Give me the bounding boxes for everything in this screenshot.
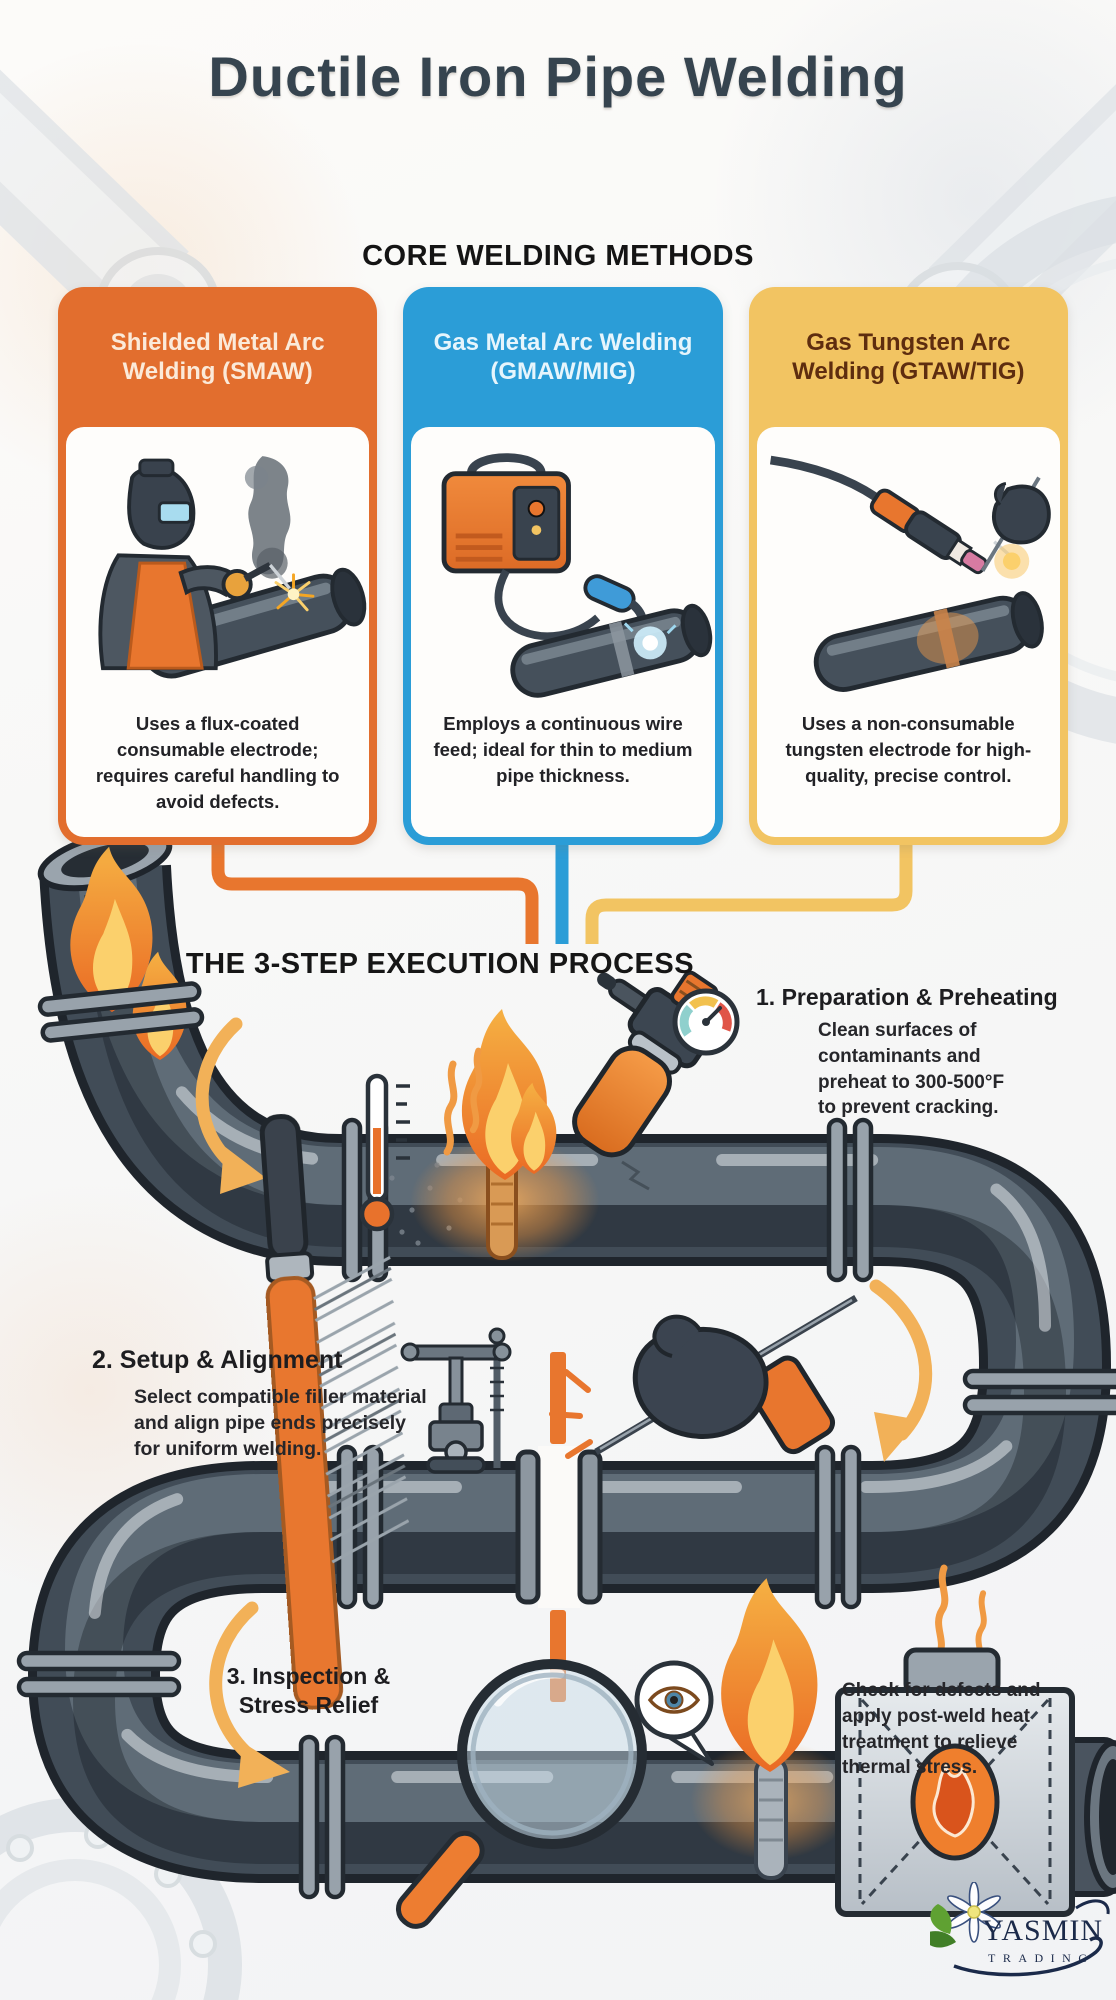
process-heading: THE 3-STEP EXECUTION PROCESS [185, 948, 695, 980]
heat-blanket-icon [835, 1647, 1075, 1917]
pipe-icon [510, 603, 713, 698]
machine-handle [467, 453, 546, 475]
tig-torch-icon [903, 510, 988, 575]
tig-torch-illustration [769, 455, 1051, 692]
card-gmaw-description: Employs a continuous wire feed; ideal fo… [433, 713, 693, 786]
gauge-icon [672, 988, 740, 1056]
heat-squiggle-icon [447, 1064, 454, 1152]
swoosh-hook [1075, 1899, 1110, 1915]
smaw-welder-illustration [98, 456, 367, 679]
cable-icon [769, 455, 878, 501]
pipe-gap [515, 1352, 603, 1702]
step3-label: 3. Inspection & Stress Relief [226, 1663, 391, 1719]
step2-description: Select compatible filler material and al… [134, 1386, 427, 1461]
curved-arrow-icon [869, 1279, 933, 1462]
heat-squiggle-icon [473, 1051, 479, 1130]
welder-apron [126, 561, 204, 670]
pipe-icon [813, 591, 1044, 692]
mig-setup-illustration [441, 453, 713, 698]
flame-icon [721, 1578, 818, 1772]
spark-ticks-icon [549, 1369, 593, 1459]
weld-seam-step1 [410, 1009, 600, 1262]
flame-icon [932, 1762, 975, 1838]
flower-icon [930, 1882, 1001, 1948]
step2-label: 2. Setup & Alignment [92, 1346, 343, 1374]
yasmin-trading-logo: YASMIN TRADING [930, 1882, 1110, 1977]
card-gmaw: Gas Metal Arc Welding (GMAW/MIG) [403, 287, 723, 845]
curved-arrow-icon [195, 1017, 266, 1194]
curved-arrow-icon [209, 1601, 290, 1788]
card-smaw-description: Uses a flux-coated consumable electrode;… [95, 713, 340, 812]
leaf-icon [930, 1904, 952, 1934]
spark-burst-icon [274, 573, 315, 612]
card-gtaw-title: Gas Tungsten Arc Welding (GTAW/TIG) [792, 328, 1025, 385]
eye-bubble-icon [634, 1660, 714, 1766]
logo-tagline: TRADING [988, 1951, 1095, 1965]
wire-brush-icon [259, 1114, 410, 1710]
methods-heading: CORE WELDING METHODS [362, 240, 754, 272]
cable-icon [495, 569, 601, 641]
page-title: Ductile Iron Pipe Welding [208, 45, 908, 108]
card-gmaw-title: Gas Metal Arc Welding (GMAW/MIG) [433, 328, 693, 385]
glove-icon [221, 568, 253, 601]
card-gtaw: Gas Tungsten Arc Welding (GTAW/TIG) [748, 287, 1068, 845]
card-gtaw-description: Uses a non-consumable tungsten electrode… [785, 713, 1032, 786]
logo-name: YASMIN [982, 1914, 1103, 1947]
method-cards: Shielded Metal Arc Welding (SMAW) [58, 287, 1068, 845]
step3-description: Check for defects and apply post-weld he… [842, 1680, 1041, 1779]
step1-label: 1. Preparation & Preheating [756, 984, 1058, 1010]
alignment-clamp-icon [400, 1327, 512, 1474]
electrode-icon [268, 563, 291, 590]
swoosh [953, 1936, 1103, 1977]
card-smaw: Shielded Metal Arc Welding (SMAW) [58, 287, 378, 845]
weld-seam-step3 [690, 1578, 854, 1880]
glove-cuff [746, 1355, 836, 1455]
filler-rod-icon [550, 1352, 566, 1444]
card-smaw-title: Shielded Metal Arc Welding (SMAW) [110, 328, 325, 385]
glove-icon [991, 484, 1051, 545]
card-connectors [211, 845, 913, 944]
magnifier-icon [395, 1659, 647, 1929]
thermometer-icon [359, 1073, 410, 1232]
step1-description: Clean surfaces of contaminants and prehe… [818, 1020, 1005, 1119]
filler-rod-hand [549, 1294, 858, 1459]
dial-icon [527, 499, 546, 518]
leaf-icon [930, 1931, 956, 1948]
